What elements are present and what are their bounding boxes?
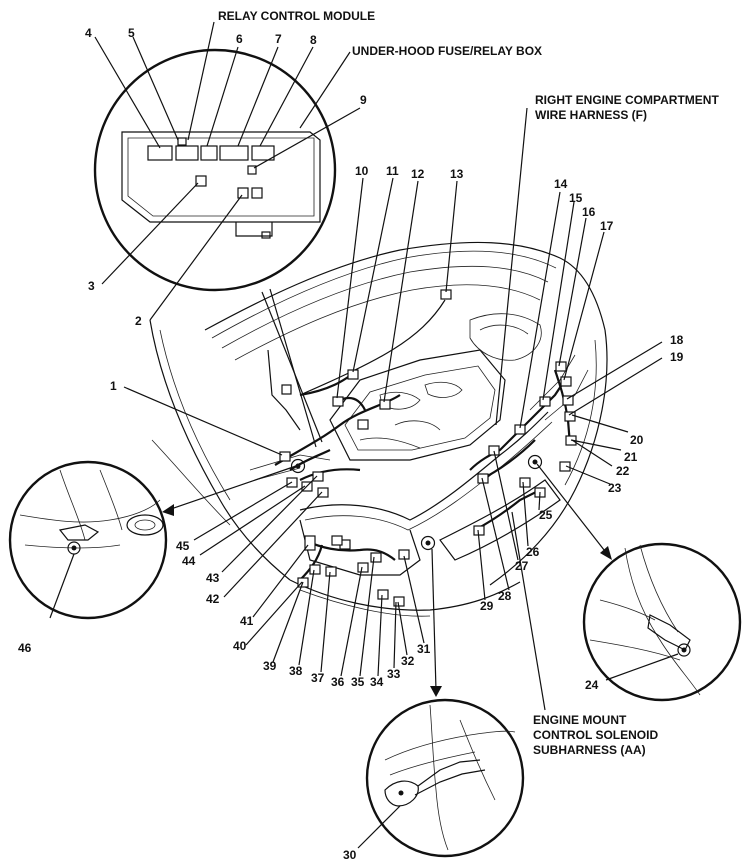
callout-34: 34 bbox=[370, 675, 384, 689]
callout-36: 36 bbox=[331, 675, 345, 689]
callout-6: 6 bbox=[236, 32, 243, 46]
callout-11: 11 bbox=[386, 164, 399, 178]
ground-24-detail bbox=[536, 463, 742, 702]
ground-30-detail bbox=[357, 548, 525, 858]
fuse-box-caption: UNDER-HOOD FUSE/RELAY BOX bbox=[352, 44, 542, 58]
callout-16: 16 bbox=[582, 205, 596, 219]
callout-46: 46 bbox=[18, 641, 32, 655]
subharness-caption-line2: CONTROL SOLENOID bbox=[533, 728, 658, 742]
callout-18: 18 bbox=[670, 333, 684, 347]
subharness-caption-line3: SUBHARNESS (AA) bbox=[533, 743, 646, 757]
callout-19: 19 bbox=[670, 350, 684, 364]
callout-24: 24 bbox=[585, 678, 599, 692]
callout-numbers: 1 2 3 4 5 6 7 8 9 10 11 12 13 14 15 16 1… bbox=[18, 26, 684, 862]
harness-f-caption-line2: WIRE HARNESS (F) bbox=[535, 108, 647, 122]
callout-1: 1 bbox=[110, 379, 117, 393]
callout-40: 40 bbox=[233, 639, 247, 653]
fuse-box-detail bbox=[93, 21, 361, 448]
callout-13: 13 bbox=[450, 167, 464, 181]
callout-41: 41 bbox=[240, 614, 254, 628]
relay-control-module-caption: RELAY CONTROL MODULE bbox=[218, 9, 375, 23]
callout-15: 15 bbox=[569, 191, 583, 205]
callout-10: 10 bbox=[355, 164, 369, 178]
callout-9: 9 bbox=[360, 93, 367, 107]
callout-28: 28 bbox=[498, 589, 512, 603]
callout-27: 27 bbox=[515, 559, 529, 573]
callout-7: 7 bbox=[275, 32, 282, 46]
callout-3: 3 bbox=[88, 279, 95, 293]
callout-44: 44 bbox=[182, 554, 196, 568]
callout-5: 5 bbox=[128, 26, 135, 40]
callout-42: 42 bbox=[206, 592, 220, 606]
callout-38: 38 bbox=[289, 664, 303, 678]
callout-33: 33 bbox=[387, 667, 401, 681]
callout-37: 37 bbox=[311, 671, 325, 685]
callout-30: 30 bbox=[343, 848, 357, 862]
callout-22: 22 bbox=[616, 464, 630, 478]
callout-21: 21 bbox=[624, 450, 638, 464]
callout-32: 32 bbox=[401, 654, 415, 668]
harness-f-caption-line1: RIGHT ENGINE COMPARTMENT bbox=[535, 93, 719, 107]
callout-25: 25 bbox=[539, 508, 553, 522]
callout-23: 23 bbox=[608, 481, 622, 495]
callout-43: 43 bbox=[206, 571, 220, 585]
callout-45: 45 bbox=[176, 539, 190, 553]
callout-12: 12 bbox=[411, 167, 425, 181]
callout-17: 17 bbox=[600, 219, 614, 233]
callout-39: 39 bbox=[263, 659, 277, 673]
callout-4: 4 bbox=[85, 26, 92, 40]
callout-8: 8 bbox=[310, 33, 317, 47]
callout-26: 26 bbox=[526, 545, 540, 559]
callout-20: 20 bbox=[630, 433, 644, 447]
callout-leaders bbox=[123, 107, 663, 711]
ground-46-detail bbox=[8, 460, 297, 620]
callout-14: 14 bbox=[554, 177, 568, 191]
callout-31: 31 bbox=[417, 642, 431, 656]
callout-2: 2 bbox=[135, 314, 142, 328]
subharness-caption-line1: ENGINE MOUNT bbox=[533, 713, 627, 727]
callout-29: 29 bbox=[480, 599, 494, 613]
callout-35: 35 bbox=[351, 675, 365, 689]
